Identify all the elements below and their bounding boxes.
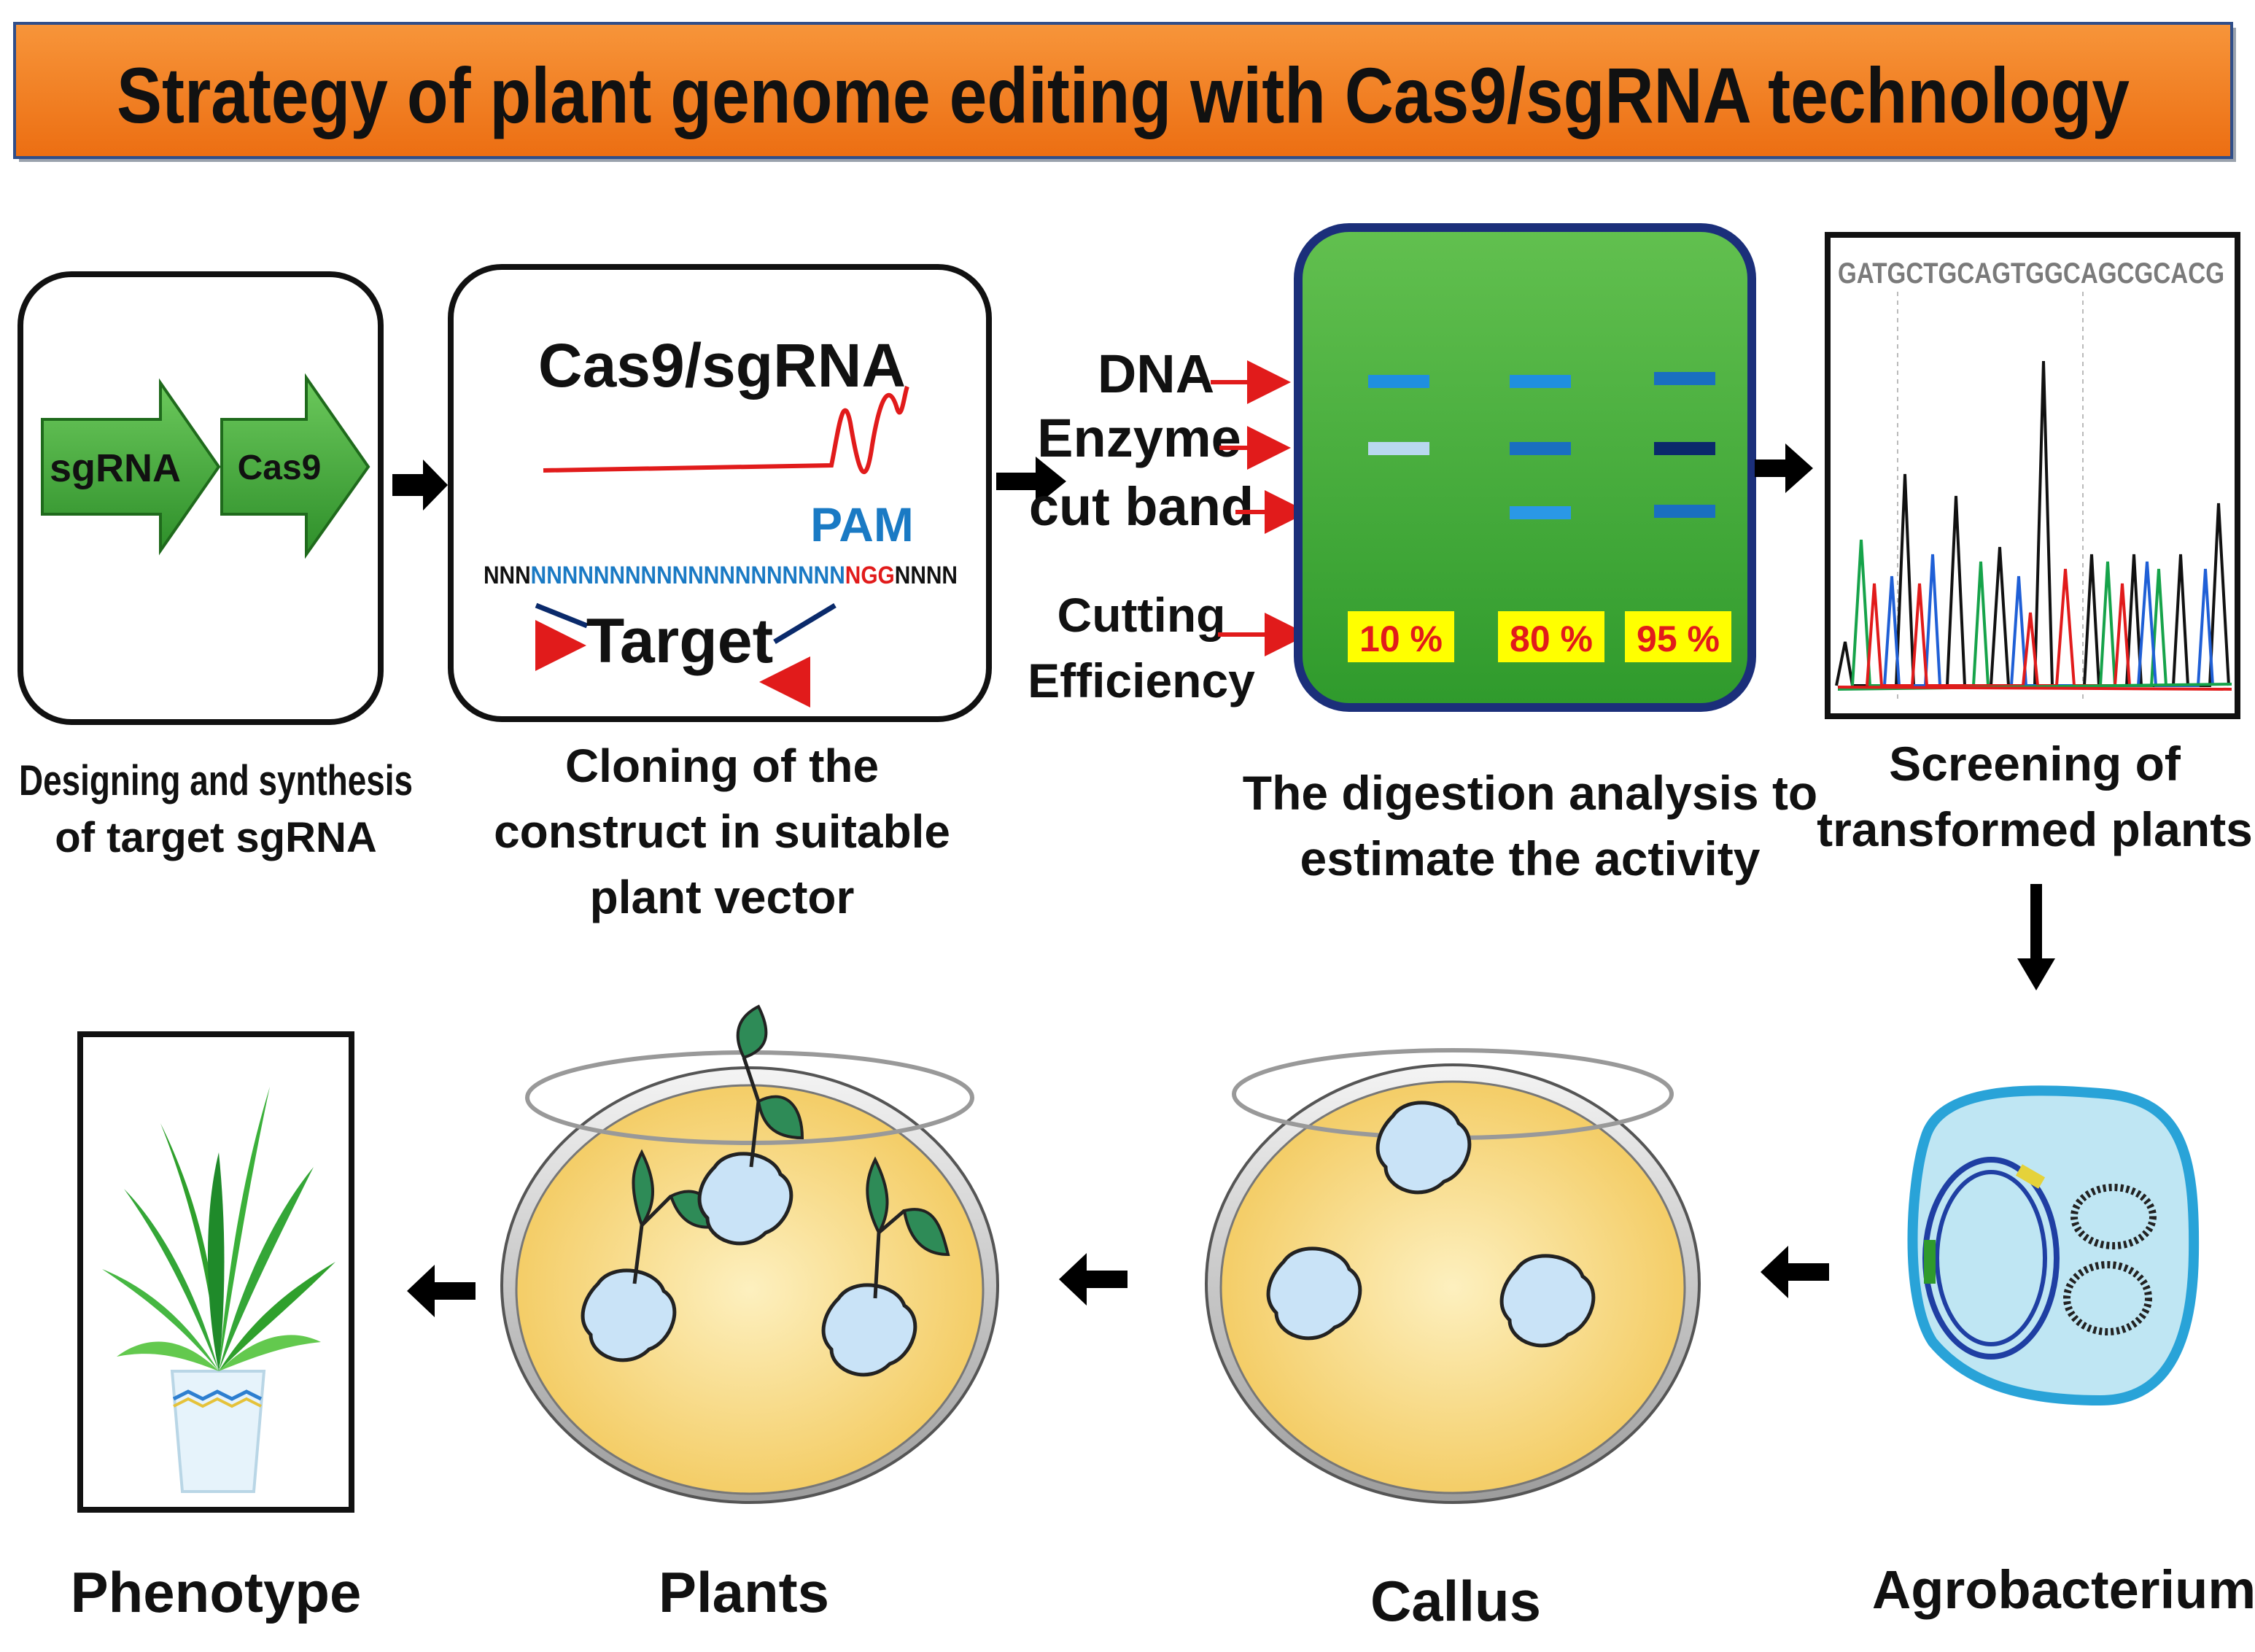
sgrna-structure-line bbox=[543, 385, 909, 475]
page-title: Strategy of plant genome editing with Ca… bbox=[117, 51, 2130, 139]
plantlet-3 bbox=[821, 1156, 950, 1377]
efficiency-box-3 bbox=[1625, 611, 1731, 662]
plasmid-inner bbox=[1935, 1170, 2047, 1346]
chromosome-bottom bbox=[2063, 1261, 2152, 1335]
plasmid-insert-yellow bbox=[2015, 1164, 2046, 1189]
band-lane3-enzyme bbox=[1654, 442, 1715, 455]
gel-label-cut: cut band bbox=[1029, 476, 1254, 537]
gel-label-enzyme: Enzyme bbox=[1037, 408, 1241, 468]
sgrna-panel bbox=[18, 271, 384, 725]
dna-target-sequence: NNNNNNNNNNNNNNNNNNNNNNNNGGNNNN bbox=[484, 562, 958, 589]
gel-label-dna: DNA bbox=[1098, 344, 1214, 404]
arrow-right-3 bbox=[1755, 443, 1813, 493]
callus-clump-3 bbox=[1499, 1254, 1596, 1348]
seq-left: NNN bbox=[484, 562, 531, 589]
step2-caption-line3: plant vector bbox=[590, 871, 855, 923]
band-lane1-dna bbox=[1368, 375, 1429, 388]
gel-label-cutting: Cutting bbox=[1057, 588, 1226, 642]
step3-caption-line1: The digestion analysis to bbox=[1243, 766, 1818, 820]
label-plants: Plants bbox=[659, 1560, 829, 1624]
efficiency-box-1 bbox=[1348, 611, 1454, 662]
potted-plant-icon bbox=[102, 1087, 335, 1493]
arrow-right-2 bbox=[996, 457, 1066, 506]
step4-caption-line2: transformed plants bbox=[1817, 802, 2253, 856]
step2-caption-line2: construct in suitable bbox=[494, 805, 950, 858]
arrow-down bbox=[2017, 884, 2055, 990]
efficiency-value-2: 80 % bbox=[1510, 618, 1593, 659]
gel-panel bbox=[1294, 223, 1756, 712]
seq-right: NNNN bbox=[895, 562, 958, 589]
cas9-label: Cas9 bbox=[238, 449, 322, 487]
gel-label-efficiency: Efficiency bbox=[1028, 654, 1255, 707]
label-phenotype: Phenotype bbox=[71, 1560, 362, 1624]
callus-clump-1 bbox=[1375, 1101, 1472, 1195]
cas9-arrow-shape bbox=[220, 373, 370, 559]
plants-dish bbox=[500, 1004, 999, 1504]
step-screening: GATGCTGCAGTGGCAGCGCACG Screening of tran… bbox=[1817, 232, 2253, 856]
label-callus: Callus bbox=[1370, 1569, 1541, 1633]
band-lane1-enzyme bbox=[1368, 442, 1429, 455]
plantlet-2 bbox=[697, 1004, 804, 1246]
step4-caption-line1: Screening of bbox=[1889, 737, 2181, 791]
label-agrobacterium: Agrobacterium bbox=[1872, 1559, 2255, 1620]
band-lane3-dna bbox=[1654, 372, 1715, 385]
cas9-sgrna-heading: Cas9/sgRNA bbox=[538, 331, 906, 400]
chromatogram-traces bbox=[1835, 360, 2232, 691]
step1-caption-line1: Designing and synthesis bbox=[19, 757, 413, 804]
target-label: Target bbox=[586, 606, 773, 676]
agrobacterium-cell bbox=[1907, 1085, 2200, 1406]
seq-pam: NGG bbox=[845, 562, 895, 589]
sgrna-label: sgRNA bbox=[50, 446, 181, 490]
arrow-left-1 bbox=[1761, 1246, 1829, 1298]
arrow-left-3 bbox=[407, 1265, 476, 1317]
step-cloning: Cas9/sgRNA PAM NNNNNNNNNNNNNNNNNNNNNNNNG… bbox=[448, 264, 992, 923]
step-digestion: DNA Enzyme cut band Cutting Efficiency 1… bbox=[1028, 223, 1818, 885]
title-banner: Strategy of plant genome editing with Ca… bbox=[13, 22, 2236, 162]
band-lane3-cut bbox=[1654, 505, 1715, 518]
band-lane2-cut bbox=[1510, 506, 1571, 519]
callus-dish bbox=[1205, 1048, 1701, 1504]
callus-clump-2 bbox=[1266, 1246, 1362, 1341]
phenotype-panel bbox=[77, 1031, 354, 1513]
chromosome-top bbox=[2070, 1184, 2157, 1249]
efficiency-box-2 bbox=[1498, 611, 1604, 662]
step3-caption-line2: estimate the activity bbox=[1300, 831, 1761, 885]
sgrna-arrow-shape bbox=[41, 378, 221, 556]
step2-caption-line1: Cloning of the bbox=[565, 740, 879, 792]
band-lane2-enzyme bbox=[1510, 442, 1571, 455]
step1-caption-line2: of target sgRNA bbox=[55, 814, 376, 861]
chromatogram-sequence: GATGCTGCAGTGGCAGCGCACG bbox=[1838, 257, 2224, 290]
cloning-panel bbox=[448, 264, 992, 722]
efficiency-value-3: 95 % bbox=[1637, 618, 1720, 659]
arrow-right-1 bbox=[392, 459, 448, 511]
plasmid-insert-green bbox=[1924, 1240, 1936, 1284]
efficiency-value-1: 10 % bbox=[1359, 618, 1443, 659]
pam-label: PAM bbox=[810, 497, 914, 551]
arrow-left-2 bbox=[1059, 1253, 1128, 1306]
target-bracket-right bbox=[773, 603, 837, 644]
band-lane2-dna bbox=[1510, 375, 1571, 388]
seq-target: NNNNNNNNNNNNNNNNNNNN bbox=[531, 562, 845, 589]
step-design-sgrna: sgRNA Cas9 Designing and synthesis of ta… bbox=[18, 271, 413, 861]
